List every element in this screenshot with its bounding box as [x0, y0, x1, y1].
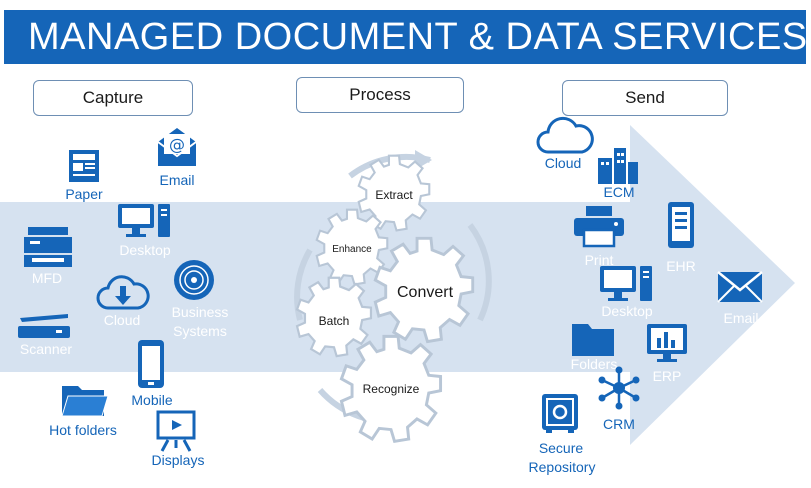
erp-chart-monitor-icon	[645, 322, 689, 364]
capture-displays-label: Displays	[151, 452, 205, 468]
desktop-icon	[116, 200, 172, 240]
gear-convert-label: Convert	[396, 284, 454, 301]
print-printer-icon	[572, 204, 626, 248]
stage-send: Send	[562, 80, 728, 116]
send-folders-icon	[570, 320, 616, 358]
paper-icon	[66, 148, 102, 184]
svg-text:@: @	[169, 135, 185, 154]
capture-hot-folders-label: Hot folders	[49, 422, 117, 438]
stage-capture: Capture	[33, 80, 193, 116]
send-email-envelope-icon	[716, 270, 764, 304]
scanner-icon	[16, 310, 72, 342]
send-print-label: Print	[584, 252, 614, 268]
send-desktop-icon	[598, 262, 654, 304]
business-systems-disc-icon	[172, 258, 216, 302]
send-crm-label: CRM	[603, 416, 635, 432]
gear-batch-label: Batch	[318, 314, 350, 328]
send-ehr-label: EHR	[666, 258, 696, 274]
send-secure-repository-label-2: Repository	[528, 459, 596, 475]
send-ecm-label: ECM	[603, 184, 635, 200]
gear-enhance-label: Enhance	[332, 244, 372, 255]
secure-repository-safe-icon	[540, 392, 580, 434]
ehr-tablet-icon	[666, 200, 696, 250]
cloud-download-icon	[96, 274, 150, 312]
mobile-phone-icon	[136, 338, 166, 390]
displays-easel-icon	[156, 410, 196, 452]
capture-paper-label: Paper	[65, 186, 103, 202]
capture-mfd-label: MFD	[31, 270, 63, 286]
ecm-buildings-icon	[596, 144, 640, 184]
gear-extract-label: Extract	[375, 188, 413, 202]
capture-scanner-label: Scanner	[19, 341, 73, 357]
email-at-icon: @	[154, 124, 200, 170]
send-secure-repository-label-1: Secure	[538, 440, 584, 456]
crm-network-icon	[596, 366, 642, 410]
stage-process: Process	[296, 77, 464, 113]
capture-email-label: Email	[159, 172, 195, 188]
mfd-printer-icon	[22, 225, 74, 269]
send-folders-label: Folders	[570, 356, 618, 372]
capture-business-systems-label-2: Systems	[173, 323, 227, 339]
send-cloud-icon	[536, 116, 594, 156]
gear-recognize-label: Recognize	[362, 382, 420, 396]
capture-mobile-label: Mobile	[131, 392, 173, 408]
page-title: MANAGED DOCUMENT & DATA SERVICES	[4, 10, 807, 64]
send-erp-label: ERP	[652, 368, 682, 384]
send-desktop-label: Desktop	[601, 303, 653, 319]
capture-business-systems-label-1: Business	[171, 304, 229, 320]
send-email-label: Email	[723, 310, 759, 326]
send-cloud-label: Cloud	[544, 155, 582, 171]
hot-folders-icon	[60, 380, 110, 420]
capture-desktop-label: Desktop	[119, 242, 171, 258]
capture-cloud-label: Cloud	[103, 312, 141, 328]
